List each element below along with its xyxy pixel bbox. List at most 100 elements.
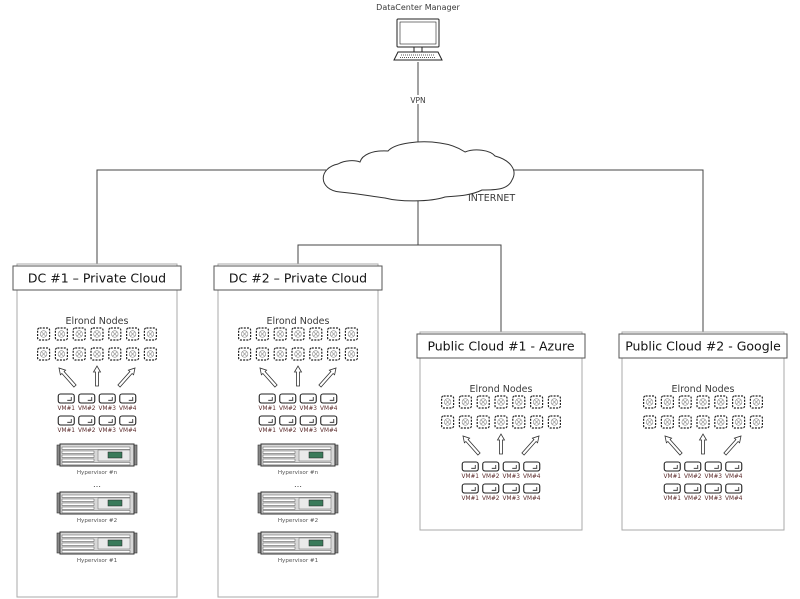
- vm-icon: [461, 461, 479, 472]
- vm-label: VM#2: [684, 474, 702, 480]
- vm-item: VM#4: [119, 415, 137, 434]
- node-circle: [532, 418, 541, 426]
- vm-icon-detail: [309, 419, 314, 423]
- elrond-node-icon: [512, 415, 526, 429]
- node-cross: [40, 351, 47, 357]
- node-cross: [277, 351, 283, 357]
- nodes-label: Elrond Nodes: [267, 316, 330, 327]
- elrond-node-icon: [458, 395, 472, 409]
- vm-item: VM#3: [98, 415, 116, 434]
- hypervisor-item: Hypervisor #n: [56, 443, 138, 476]
- node-cross: [646, 399, 653, 405]
- vm-item: VM#4: [320, 415, 338, 434]
- node-circle: [294, 350, 302, 358]
- vm-icon-detail: [128, 397, 134, 401]
- vm-item: VM#2: [482, 483, 500, 502]
- node-circle: [129, 350, 137, 358]
- elrond-node-icon: [327, 327, 341, 341]
- cluster-box: [419, 331, 583, 531]
- vm-icon-detail: [87, 397, 93, 401]
- arrow-up-icon: [259, 367, 278, 388]
- vm-icon-detail: [268, 397, 273, 401]
- node-circle: [734, 418, 743, 426]
- elrond-node-icon: [642, 415, 657, 429]
- server-slot: [262, 550, 332, 554]
- node-circle: [461, 418, 470, 426]
- node-cross: [480, 399, 486, 405]
- elrond-node-icon: [255, 327, 269, 341]
- node-circle: [663, 418, 672, 426]
- cluster-header: [12, 265, 182, 291]
- node-circle: [663, 398, 672, 406]
- internet-cloud: INTERNET: [322, 141, 515, 204]
- vm-icon: [78, 393, 96, 404]
- node-cross: [664, 399, 671, 405]
- vm-icon: [502, 483, 520, 494]
- elrond-node-icon: [749, 415, 764, 429]
- node-cross: [58, 331, 65, 337]
- vpn-label: VPN: [410, 96, 425, 105]
- vm-icon-detail: [714, 465, 719, 469]
- vm-label: VM#1: [258, 428, 276, 434]
- node-circle: [681, 398, 689, 406]
- node-circle: [93, 350, 101, 358]
- elrond-node-icon: [108, 347, 122, 361]
- node-circle: [276, 350, 284, 358]
- vm-icon: [461, 483, 479, 494]
- server-display: [308, 499, 324, 507]
- elrond-node-icon: [125, 347, 140, 361]
- server-icon: [257, 491, 339, 515]
- cluster-header: [618, 333, 788, 359]
- node-cross: [58, 351, 65, 357]
- vm-label: VM#4: [523, 474, 541, 480]
- server-slot: [61, 446, 131, 450]
- vm-label: VM#3: [704, 474, 722, 480]
- vm-icon: [725, 461, 743, 472]
- vm-icon-detail: [329, 419, 335, 423]
- vm-icon: [704, 461, 722, 472]
- connection-lines: [96, 62, 704, 334]
- vm-icon-detail: [67, 419, 72, 423]
- vm-label: VM#3: [98, 428, 116, 434]
- elrond-node-icon: [143, 347, 157, 361]
- server-slot: [61, 454, 95, 458]
- vm-label: VM#3: [299, 406, 317, 412]
- elrond-node-icon: [494, 395, 508, 409]
- node-circle: [479, 418, 487, 426]
- vm-item: VM#3: [98, 393, 116, 412]
- link-dc1: [96, 169, 326, 266]
- node-cross: [76, 331, 82, 337]
- vm-item: VM#1: [461, 483, 479, 502]
- vm-item: VM#1: [57, 393, 75, 412]
- vm-icon-detail: [734, 465, 740, 469]
- node-cross: [330, 331, 337, 337]
- node-cross: [735, 419, 742, 425]
- elrond-node-icon: [458, 415, 472, 429]
- server-slot: [262, 506, 296, 510]
- elrond-node-icon: [529, 415, 544, 429]
- server-display: [308, 539, 324, 547]
- server-slot: [262, 542, 296, 546]
- elrond-node-icon: [273, 327, 287, 341]
- server-display: [107, 499, 123, 507]
- server-slot: [262, 534, 332, 538]
- node-circle: [57, 350, 66, 358]
- server-slot: [61, 450, 95, 454]
- node-circle: [717, 418, 725, 426]
- server-slot: [61, 534, 131, 538]
- vm-label: VM#1: [57, 428, 75, 434]
- node-cross: [682, 419, 688, 425]
- server-slot: [262, 462, 332, 466]
- vm-icon: [299, 415, 317, 426]
- node-cross: [112, 351, 118, 357]
- node-cross: [348, 331, 355, 337]
- arrow-up-icon: [664, 435, 683, 456]
- manager-label: DataCenter Manager: [376, 3, 460, 12]
- elrond-node-icon: [749, 395, 764, 409]
- node-circle: [258, 350, 267, 358]
- vm-label: VM#4: [119, 428, 137, 434]
- node-cross: [735, 399, 742, 405]
- vm-item: VM#2: [279, 393, 297, 412]
- elrond-node-icon: [327, 347, 341, 361]
